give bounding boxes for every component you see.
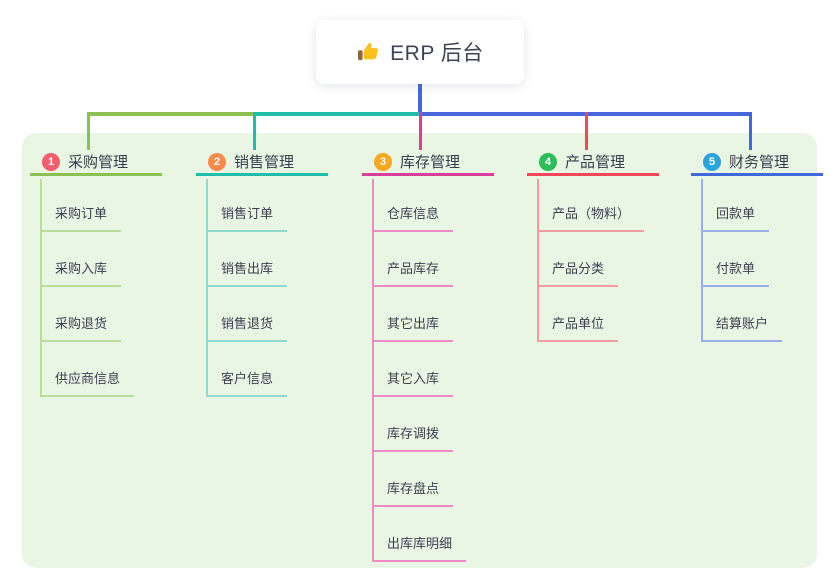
- branch-sales-title: 销售管理: [234, 154, 295, 171]
- branch-finance-header[interactable]: 5 财务管理: [691, 150, 823, 176]
- branch-number-badge: 4: [539, 152, 557, 171]
- mindmap-node[interactable]: 销售退货: [206, 315, 288, 342]
- root-connector-line: [418, 84, 422, 116]
- branch-number-badge: 5: [703, 152, 721, 171]
- mindmap-node[interactable]: 销售出库: [206, 260, 288, 287]
- mindmap-node[interactable]: 产品库存: [372, 260, 454, 287]
- root-node[interactable]: ERP 后台: [316, 20, 524, 84]
- branch-product-title: 产品管理: [565, 154, 626, 171]
- mindmap-node[interactable]: 产品单位: [537, 315, 619, 342]
- mindmap-node[interactable]: 采购入库: [40, 260, 122, 287]
- branch-rail-green: [88, 112, 255, 116]
- branch-product-spine: [537, 179, 539, 342]
- mindmap-node[interactable]: 其它出库: [372, 315, 454, 342]
- mindmap-node[interactable]: 产品（物料）: [537, 205, 645, 232]
- branch-sales-spine: [206, 179, 208, 397]
- branch-purchase-spine: [40, 179, 42, 397]
- mindmap-node[interactable]: 产品分类: [537, 260, 619, 287]
- mindmap-node[interactable]: 采购订单: [40, 205, 122, 232]
- mindmap-node[interactable]: 采购退货: [40, 315, 122, 342]
- branch-purchase-header[interactable]: 1 采购管理: [30, 150, 162, 176]
- branch-drop-purchase: [87, 112, 90, 150]
- mindmap-panel: [22, 133, 817, 568]
- branch-sales-header[interactable]: 2 销售管理: [196, 150, 328, 176]
- mindmap-node[interactable]: 结算账户: [701, 315, 783, 342]
- branch-rail-teal: [253, 112, 421, 116]
- branch-drop-sales: [253, 112, 256, 150]
- mindmap-node[interactable]: 付款单: [701, 260, 770, 287]
- branch-inventory-title: 库存管理: [400, 154, 461, 171]
- mindmap-node[interactable]: 供应商信息: [40, 370, 135, 397]
- mindmap-node[interactable]: 仓库信息: [372, 205, 454, 232]
- thumbs-up-icon: [356, 40, 380, 64]
- branch-finance-title: 财务管理: [729, 154, 790, 171]
- branch-number-badge: 1: [42, 152, 60, 171]
- mindmap-node[interactable]: 库存调拨: [372, 425, 454, 452]
- branch-drop-finance: [749, 112, 752, 150]
- branch-number-badge: 3: [374, 152, 392, 171]
- mindmap-node[interactable]: 其它入库: [372, 370, 454, 397]
- mindmap-node[interactable]: 回款单: [701, 205, 770, 232]
- branch-drop-inventory: [419, 112, 422, 150]
- branch-inventory-spine: [372, 179, 374, 562]
- root-node-label: ERP 后台: [390, 42, 484, 65]
- branch-finance-spine: [701, 179, 703, 342]
- mindmap-node[interactable]: 库存盘点: [372, 480, 454, 507]
- branch-product-header[interactable]: 4 产品管理: [527, 150, 659, 176]
- mindmap-node[interactable]: 销售订单: [206, 205, 288, 232]
- branch-inventory-header[interactable]: 3 库存管理: [362, 150, 494, 176]
- branch-purchase-title: 采购管理: [68, 154, 129, 171]
- branch-number-badge: 2: [208, 152, 226, 171]
- mindmap-node[interactable]: 出库库明细: [372, 535, 467, 562]
- branch-drop-product: [585, 112, 588, 150]
- mindmap-node[interactable]: 客户信息: [206, 370, 288, 397]
